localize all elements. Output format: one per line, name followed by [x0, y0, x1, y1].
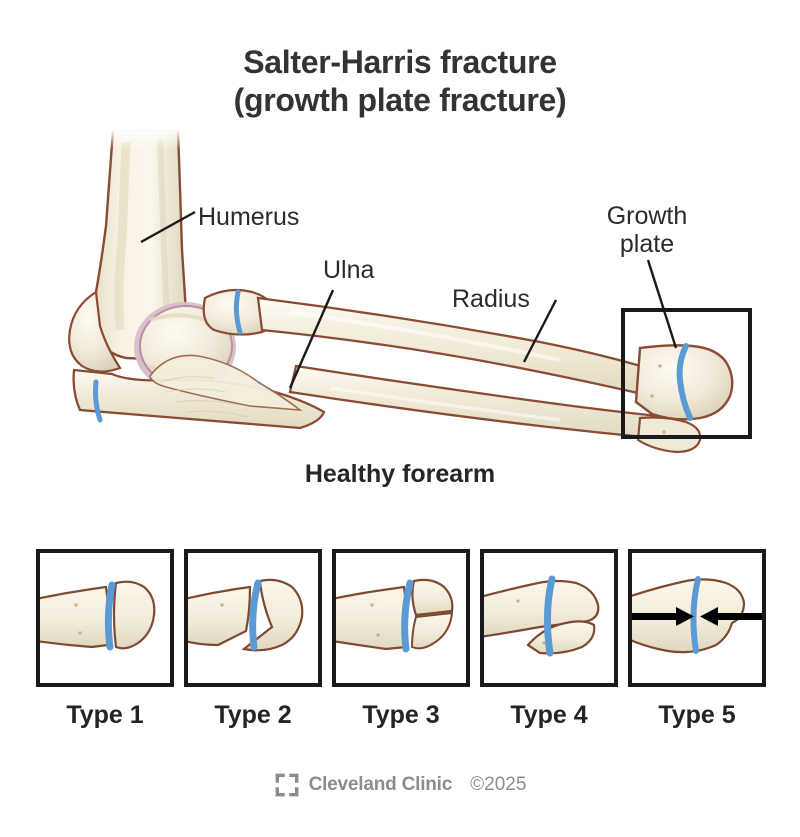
growth-plate-line-ulna-proximal [93, 379, 103, 423]
metaphysis-type-3 [336, 585, 408, 651]
healthy-forearm-illustration [0, 130, 800, 460]
panel-type-1: Type 1 [36, 549, 174, 730]
distal-radius [634, 343, 734, 421]
epiphysis-fragment-lower-type-3 [410, 611, 454, 650]
leader-line-radius [522, 299, 558, 363]
label-radius: Radius [452, 285, 530, 313]
panel-type-5: Type 5 [628, 549, 766, 730]
title-line-1: Salter-Harris fracture [243, 44, 557, 80]
ulna-bone [288, 364, 702, 454]
growth-plate-highlight-box [621, 308, 752, 439]
brand-name: Cleveland Clinic [308, 774, 453, 795]
panel-box-type-2 [184, 549, 322, 687]
label-growth-plate: Growth plate [606, 202, 688, 258]
label-humerus: Humerus [198, 203, 300, 231]
lower-fragment-type-4 [526, 620, 596, 655]
leader-line-humerus [140, 210, 196, 244]
panel-type-2: Type 2 [184, 549, 322, 730]
panel-type-3: Type 3 [332, 549, 470, 730]
panel-label-type-4: Type 4 [510, 701, 588, 729]
growth-plate-type-3 [401, 579, 414, 653]
growth-plate-type-1 [104, 581, 116, 651]
leader-lines [140, 210, 678, 389]
proximal-ulna [72, 354, 326, 430]
figure-caption: Healthy forearm [304, 460, 496, 488]
panel-box-type-5 [628, 549, 766, 687]
panel-label-type-2: Type 2 [214, 701, 292, 729]
growth-plate-line-radial-head [233, 289, 243, 335]
metaphysis-type-1 [40, 585, 110, 649]
growth-plate-type-5 [690, 576, 701, 654]
panel-type-4: Type 4 [480, 549, 618, 730]
growth-plate-line-radius-distal [676, 343, 693, 421]
leader-line-ulna [288, 289, 335, 389]
epiphysis-wedge-type-2 [241, 578, 304, 652]
leader-line-growth-plate [646, 259, 678, 349]
page-title: Salter-Harris fracture (growth plate fra… [0, 44, 800, 120]
panel-box-type-3 [332, 549, 470, 687]
panel-box-type-4 [480, 549, 618, 687]
growth-plate-type-4 [543, 575, 556, 657]
panel-box-type-1 [36, 549, 174, 687]
label-ulna: Ulna [323, 256, 375, 284]
panel-label-type-1: Type 1 [66, 701, 144, 729]
cleveland-clinic-logo-icon [275, 773, 298, 797]
footer-branding: Cleveland Clinic ©2025 [0, 772, 800, 798]
compression-arrows-type-5 [632, 607, 762, 626]
epiphysis-fragment-upper-type-3 [411, 578, 454, 617]
growth-plate-type-2 [249, 579, 262, 651]
title-line-2: (growth plate fracture) [233, 81, 567, 118]
metaphysis-type-2 [188, 585, 252, 647]
copyright-text: ©2025 [470, 774, 527, 795]
panel-label-type-5: Type 5 [658, 701, 736, 729]
epiphysis-type-1 [112, 580, 156, 650]
fracture-type-panels: Type 1 [36, 549, 766, 730]
panel-label-type-3: Type 3 [362, 701, 440, 729]
